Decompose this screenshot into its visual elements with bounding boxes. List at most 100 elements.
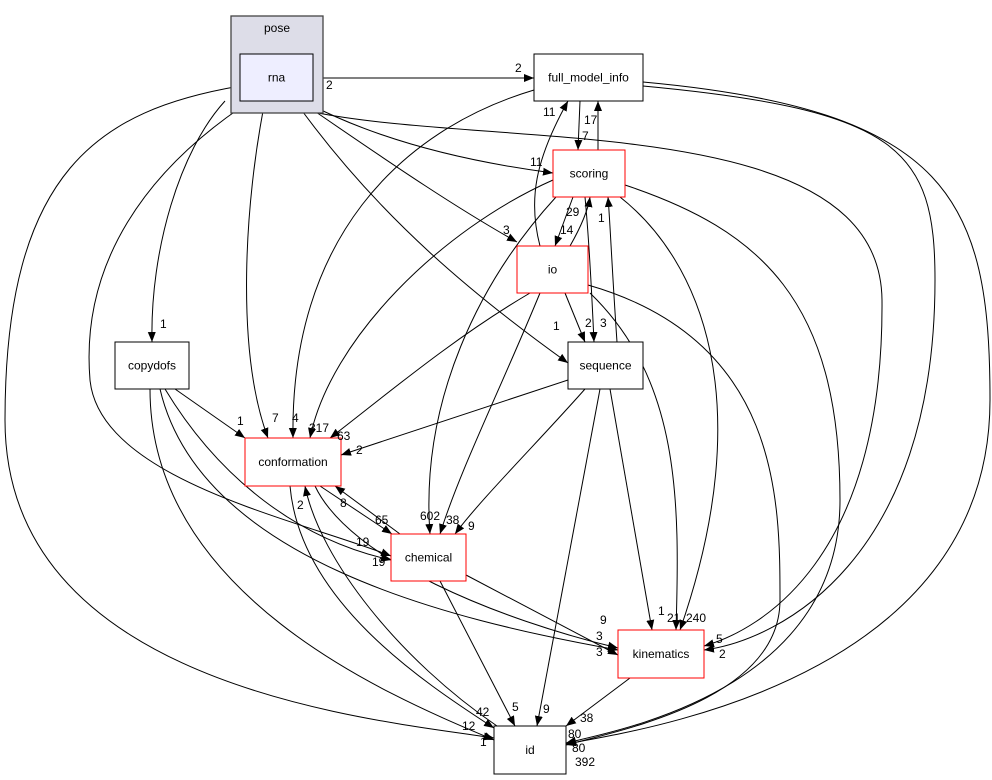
edge-labels: 2211317119154717239214291131760231240806… [160,61,726,769]
node-label: full_model_info [548,71,629,85]
edge-sequence-to-id [534,388,601,727]
node-box [516,245,589,294]
edge-count-label[interactable]: 14 [560,223,574,237]
edge-io-to-conformation [329,292,531,439]
edge-count-label[interactable]: 240 [686,611,706,625]
edge-count-label[interactable]: 602 [420,509,440,523]
edge-rna-to-io [299,100,518,243]
edge-count-label[interactable]: 80 [568,727,582,741]
edge-count-label[interactable]: 21 [667,611,681,625]
edge-count-label[interactable]: 65 [375,513,389,527]
node-box [114,341,190,390]
edge-count-label[interactable]: 38 [580,711,594,725]
edge-count-label[interactable]: 11 [543,105,556,119]
node-id[interactable]: id [493,725,567,775]
edge-io-to-scoring [569,196,593,247]
edge-io-to-chemical [439,292,541,535]
edge-rna-to-copydofs [147,100,226,343]
edge-sequence-to-conformation [340,379,569,456]
edge-count-label[interactable]: 2 [326,78,333,92]
edge-io-to-id [565,284,781,747]
edge-full-model-info-to-conformation [288,89,535,439]
edge-count-label[interactable]: 42 [476,705,490,719]
edge-count-label[interactable]: 9 [468,519,475,533]
edge-count-label[interactable]: 2 [297,498,304,512]
edge-count-label[interactable]: 12 [462,719,476,733]
edge-count-label[interactable]: 19 [356,535,370,549]
edge-count-label[interactable]: 1 [237,414,244,428]
node-box [493,725,567,775]
edge-rna-to-conformation [246,100,269,439]
node-label: sequence [579,359,631,373]
node-copydofs[interactable]: copydofs [114,341,190,390]
edge-count-label[interactable]: 63 [337,429,351,443]
edge-count-label[interactable]: 317 [309,421,329,435]
edge-count-label[interactable]: 11 [530,155,543,169]
edge-count-label[interactable]: 1 [598,211,605,225]
node-box [567,341,644,390]
node-box [533,53,644,102]
edge-count-label[interactable]: 9 [543,702,550,716]
edge-count-label[interactable]: 3 [596,645,603,659]
node-box [617,629,705,679]
edge-sequence-to-scoring [604,196,618,343]
edge-rna-to-sequence [294,100,569,364]
edge-count-label[interactable]: 2 [515,61,522,75]
node-full-model-info[interactable]: full_model_info [533,53,644,102]
edge-count-label[interactable]: 1 [480,735,487,749]
edge-scoring-to-io [554,196,574,247]
edge-io-to-full-model-info [534,100,569,247]
edge-count-label[interactable]: 19 [372,555,386,569]
edge-rna-to-chemical [88,107,392,557]
edge-count-label[interactable]: 3 [600,316,607,330]
edge-io-to-kinematics [589,292,681,631]
edge-count-label[interactable]: 4 [292,411,299,425]
edge-count-label[interactable]: 2 [356,443,363,457]
edge-full-model-info-to-kinematics [642,85,936,653]
node-label: copydofs [128,359,176,373]
node-kinematics[interactable]: kinematics [617,629,705,679]
edge-count-label[interactable]: 2 [585,316,592,330]
edge-conformation-to-id [289,485,495,729]
node-label: rna [268,71,286,85]
node-scoring[interactable]: scoring [552,149,626,198]
edge-chemical-to-id [439,580,516,727]
edge-count-label[interactable]: 392 [575,755,595,769]
edge-count-label[interactable]: 3 [596,629,603,643]
edge-count-label[interactable]: 1 [553,319,560,333]
edge-count-label[interactable]: 38 [446,513,460,527]
edge-count-label[interactable]: 9 [600,613,607,627]
node-rna[interactable]: rna [239,53,314,102]
node-label: conformation [258,455,327,469]
edge-count-label[interactable]: 5 [716,632,723,646]
cluster-pose-label: pose [264,21,290,35]
node-box [390,533,467,582]
edge-copydofs-to-conformation [174,388,246,439]
node-sequence[interactable]: sequence [567,341,644,390]
edge-sequence-to-kinematics [609,388,655,631]
node-conformation[interactable]: conformation [244,437,342,487]
edge-count-label[interactable]: 5 [512,700,519,714]
edge-count-label[interactable]: 2 [719,647,726,661]
edge-copydofs-to-chemical [164,388,392,562]
edge-full-model-info-to-scoring [574,100,583,151]
node-chemical[interactable]: chemical [390,533,467,582]
edge-count-label[interactable]: 1 [160,317,167,331]
edge-count-label[interactable]: 80 [572,741,586,755]
edge-copydofs-to-kinematics [159,388,619,653]
edge-count-label[interactable]: 7 [272,411,279,425]
edge-count-label[interactable]: 3 [503,223,510,237]
edge-count-label[interactable]: 17 [584,113,598,127]
edge-count-label[interactable]: 7 [582,129,589,143]
edge-count-label[interactable]: 1 [658,604,665,618]
node-label: id [525,743,534,757]
edge-conformation-to-chemical [319,485,393,535]
edge-count-label[interactable]: 29 [566,205,580,219]
edge-scoring-to-sequence [584,196,598,343]
edge-rna-to-id [4,85,495,741]
edge-chemical-to-kinematics [465,574,619,656]
edge-sequence-to-chemical [454,388,586,535]
edge-count-label[interactable]: 8 [340,496,347,510]
node-io[interactable]: io [516,245,589,294]
